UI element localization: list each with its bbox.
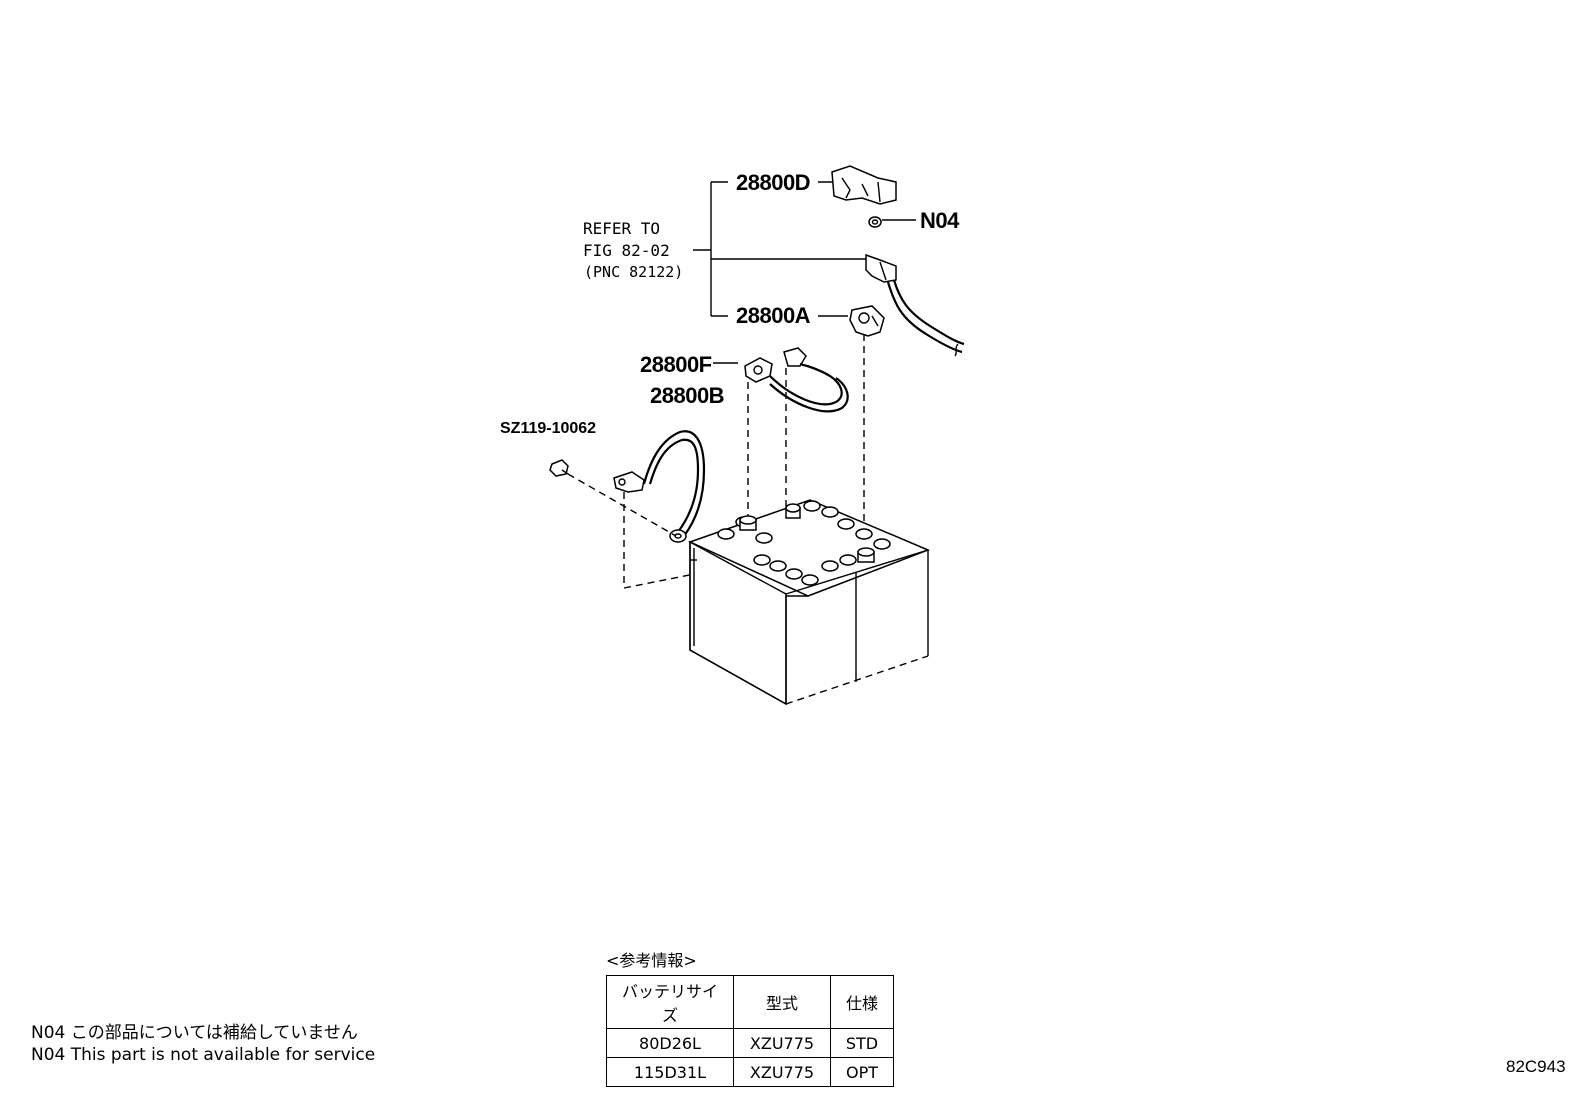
note-english: N04 This part is not available for servi… xyxy=(31,1045,376,1065)
reference-bracket xyxy=(693,181,866,317)
header-model: 型式 xyxy=(733,975,831,1029)
table-row: 80D26L XZU775 STD xyxy=(606,1028,894,1058)
header-spec: 仕様 xyxy=(830,975,894,1029)
nut-N04 xyxy=(868,216,882,228)
battery-clamp-28800A xyxy=(849,305,885,337)
cell-battery-size: 80D26L xyxy=(606,1028,734,1058)
terminal-cover-28800D xyxy=(831,165,897,205)
callout-28800F: 28800F xyxy=(640,352,712,377)
bolt-SZ119-10062 xyxy=(549,459,569,477)
reference-info-title: <参考情報> xyxy=(606,951,697,970)
battery xyxy=(687,499,931,706)
cell-model: XZU775 xyxy=(733,1028,831,1058)
reference-line-3: (PNC 82122) xyxy=(584,263,683,281)
callout-N04: N04 xyxy=(920,208,960,233)
cell-model: XZU775 xyxy=(733,1057,831,1087)
figure-code: 82C943 xyxy=(1506,1057,1566,1076)
battery-spec-table: バッテリサイズ 型式 仕様 80D26L XZU775 STD 115D31L … xyxy=(606,975,894,1087)
callout-28800B: 28800B xyxy=(650,383,724,408)
positive-cable xyxy=(865,253,965,357)
header-battery-size: バッテリサイズ xyxy=(606,975,734,1029)
jumper-cable-28800F xyxy=(744,347,849,413)
table-header-row: バッテリサイズ 型式 仕様 xyxy=(606,975,894,1029)
battery-terminals xyxy=(739,503,875,563)
cell-spec: OPT xyxy=(830,1057,894,1087)
reference-line-2: FIG 82-02 xyxy=(583,241,670,260)
service-notes: N04 この部品については補給していません N04 This part is n… xyxy=(31,1022,375,1066)
reference-line-1: REFER TO xyxy=(583,219,660,238)
callout-28800D: 28800D xyxy=(736,170,810,195)
cell-spec: STD xyxy=(830,1028,894,1058)
ground-cable-28800B xyxy=(613,430,706,543)
cell-battery-size: 115D31L xyxy=(606,1057,734,1087)
note-japanese: N04 この部品については補給していません xyxy=(31,1023,358,1043)
callout-SZ119-10062: SZ119-10062 xyxy=(500,420,596,437)
callout-28800A: 28800A xyxy=(736,303,811,328)
table-row: 115D31L XZU775 OPT xyxy=(606,1057,894,1087)
reference-info-block: <参考情報> バッテリサイズ 型式 仕様 80D26L XZU775 STD 1… xyxy=(606,947,894,1087)
